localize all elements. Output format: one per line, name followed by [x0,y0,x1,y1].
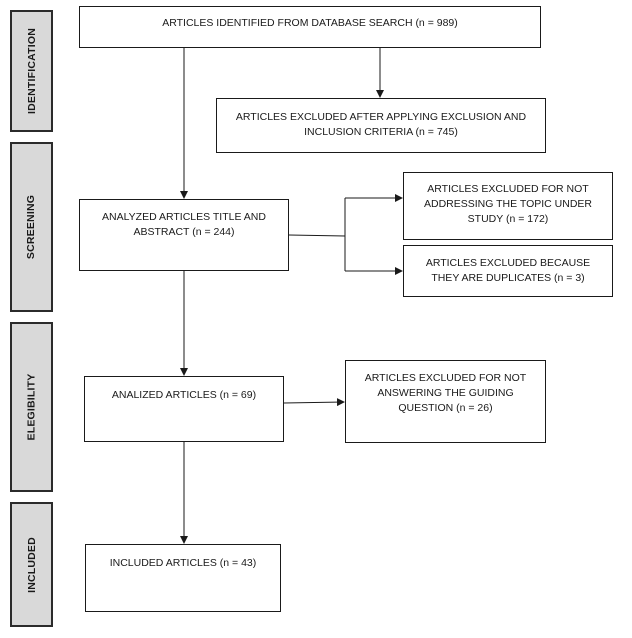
box-analyzed-title-abstract-text: ANALYZED ARTICLES TITLE AND ABSTRACT (n … [102,211,266,238]
phase-screening: SCREENING [10,142,53,312]
box-included: INCLUDED ARTICLES (n = 43) [85,544,281,612]
box-identified-text: ARTICLES IDENTIFIED FROM DATABASE SEARCH… [162,17,458,29]
box-analized: ANALIZED ARTICLES (n = 69) [84,376,284,442]
box-excluded-topic-text: ARTICLES EXCLUDED FOR NOT ADDRESSING THE… [423,183,593,225]
box-excluded-question-text: ARTICLES EXCLUDED FOR NOT ANSWERING THE … [364,372,527,414]
box-analized-text: ANALIZED ARTICLES (n = 69) [111,389,257,401]
phase-included-label: INCLUDED [25,536,38,593]
box-analyzed-title-abstract: ANALYZED ARTICLES TITLE AND ABSTRACT (n … [79,199,289,271]
arrow-analized-to-excluded-question [283,398,345,407]
phase-identification-label: IDENTIFICATION [25,27,38,115]
box-excluded-question: ARTICLES EXCLUDED FOR NOT ANSWERING THE … [345,360,546,443]
box-excluded-topic: ARTICLES EXCLUDED FOR NOT ADDRESSING THE… [403,172,613,240]
phase-elegibility-label: ELEGIBILITY [25,373,38,441]
box-excluded-criteria-text: ARTICLES EXCLUDED AFTER APPLYING EXCLUSI… [235,111,527,138]
phase-screening-label: SCREENING [25,194,38,260]
phase-identification: IDENTIFICATION [10,10,53,132]
box-excluded-duplicates-text: ARTICLES EXCLUDED BECAUSE THEY ARE DUPLI… [425,257,591,284]
phase-elegibility: ELEGIBILITY [10,322,53,492]
box-excluded-duplicates: ARTICLES EXCLUDED BECAUSE THEY ARE DUPLI… [403,245,613,297]
connector-analyzed-to-branch [288,234,346,237]
box-identified: ARTICLES IDENTIFIED FROM DATABASE SEARCH… [79,6,541,48]
phase-included: INCLUDED [10,502,53,627]
box-excluded-criteria: ARTICLES EXCLUDED AFTER APPLYING EXCLUSI… [216,98,546,153]
box-included-text: INCLUDED ARTICLES (n = 43) [109,557,257,569]
